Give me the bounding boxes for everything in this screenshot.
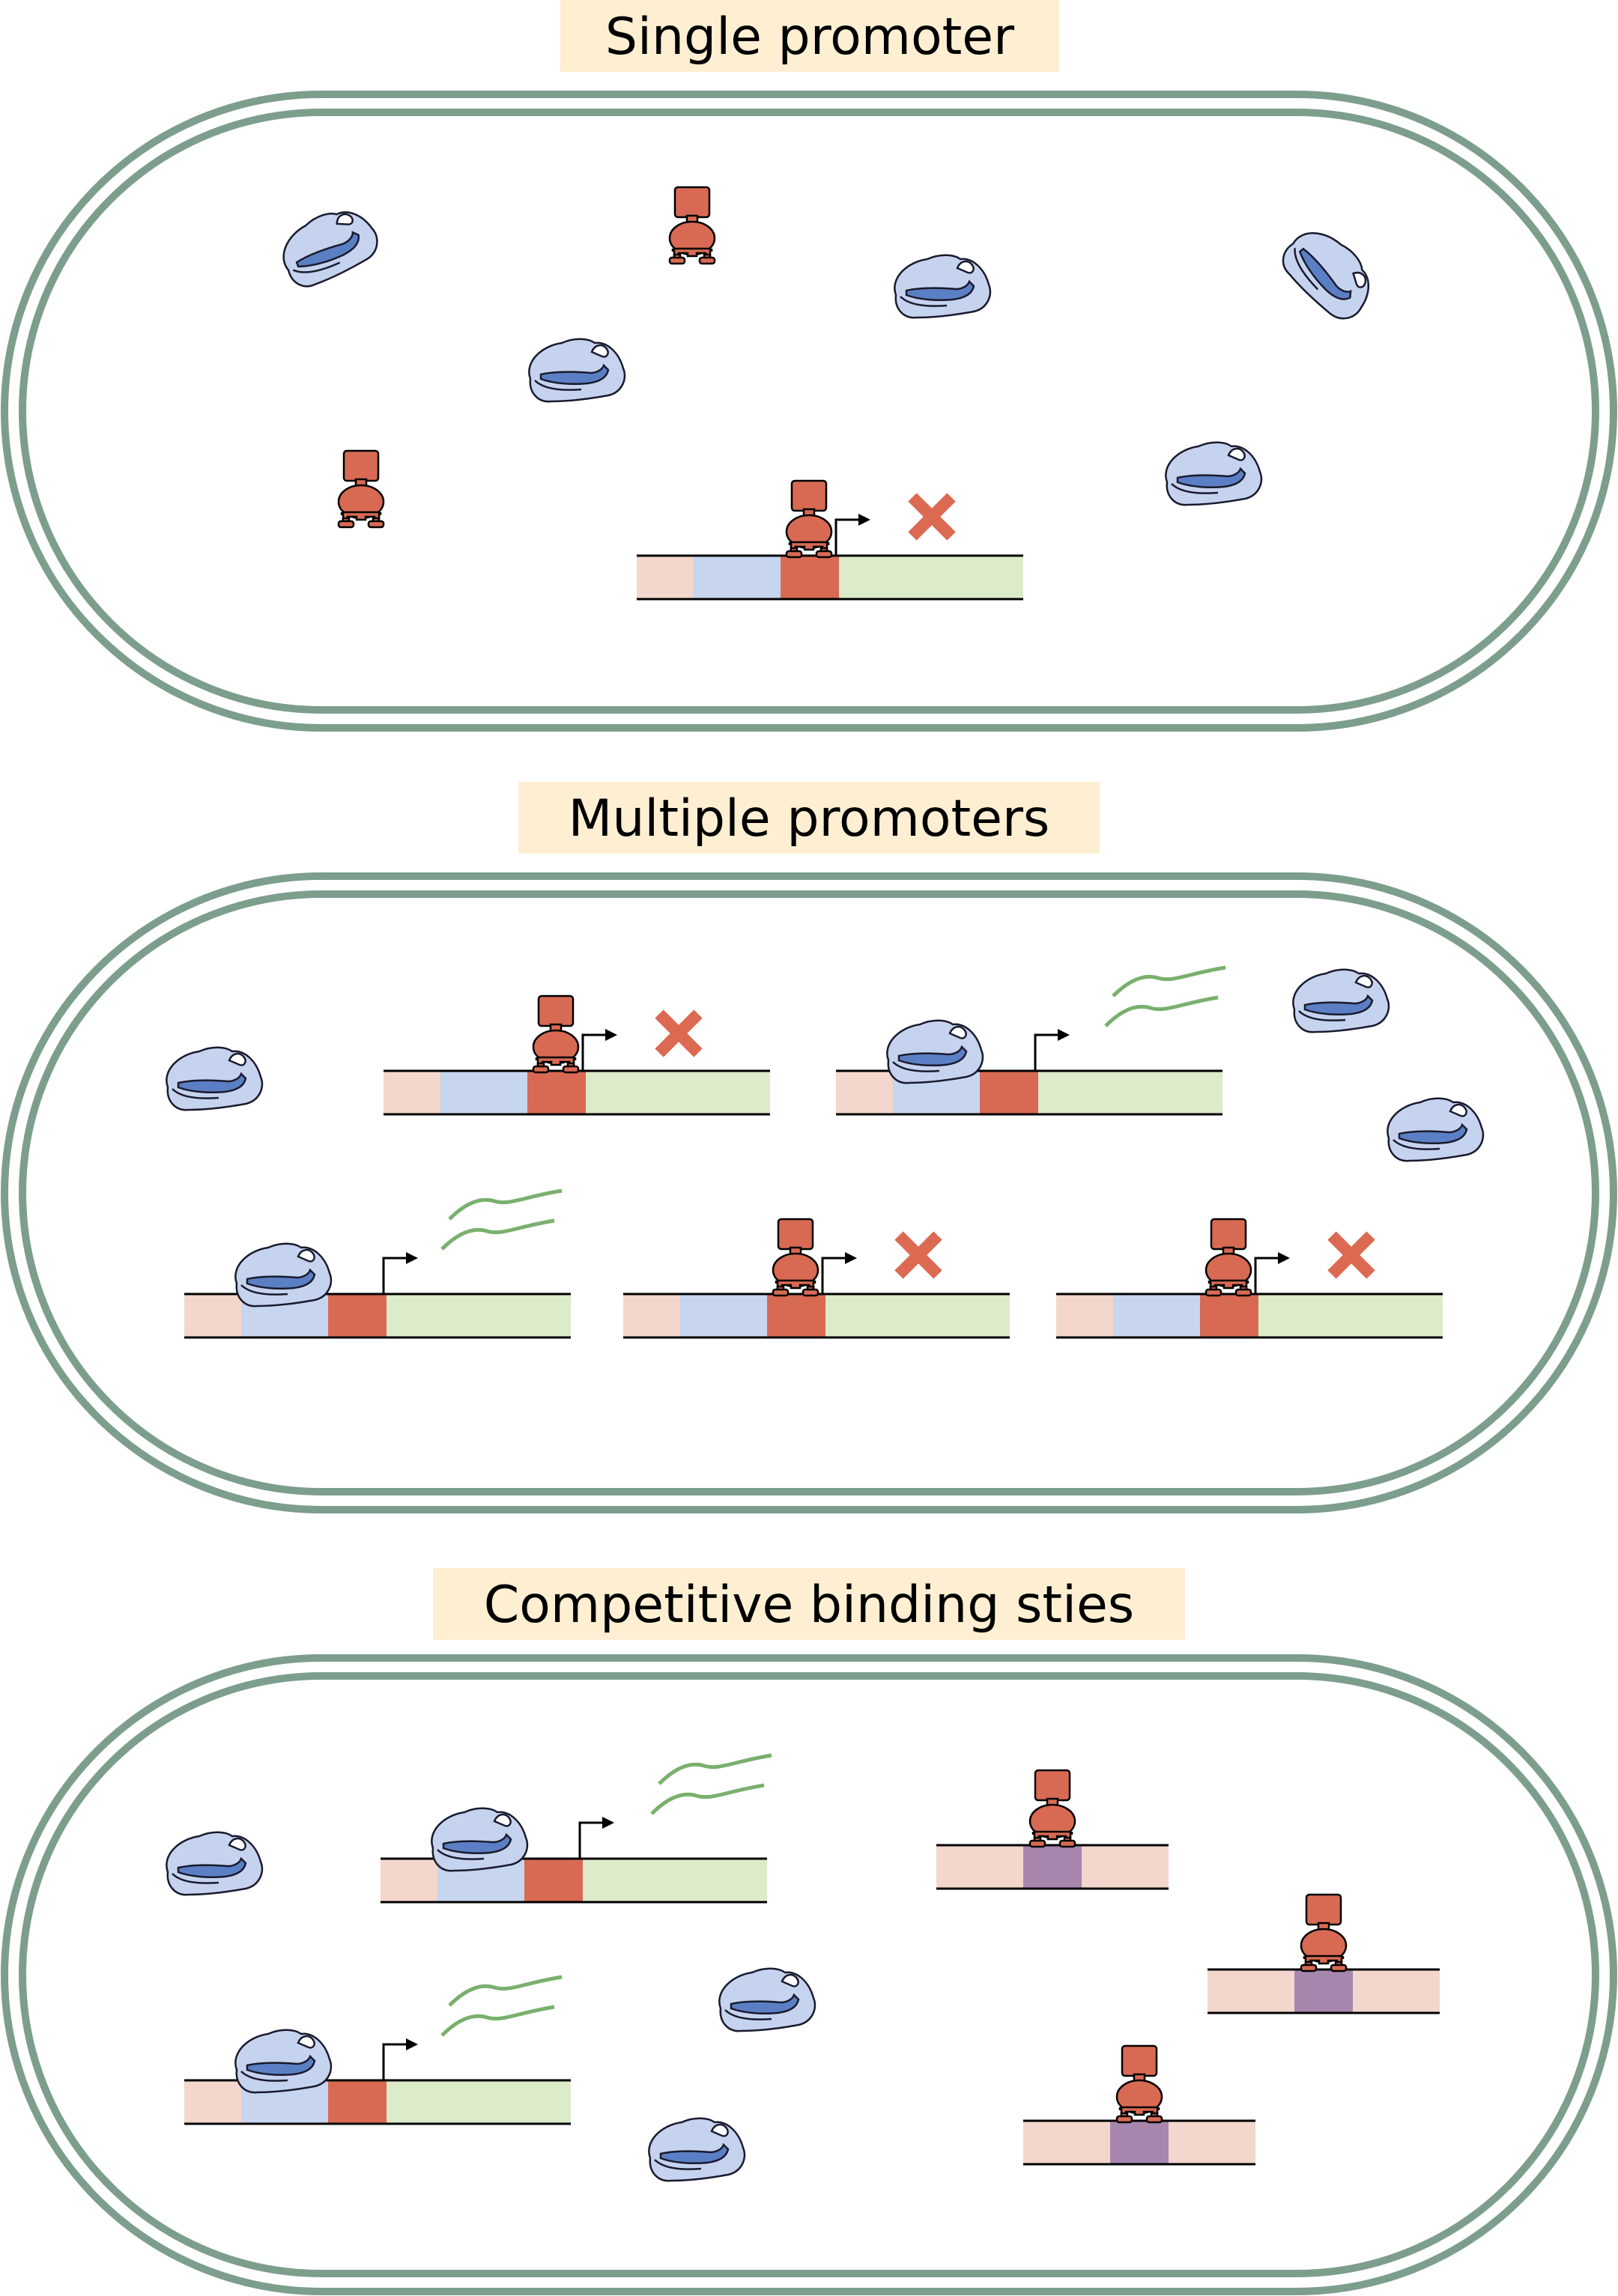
repressor-protein	[1115, 2044, 1163, 2124]
x-icon	[894, 1231, 942, 1279]
repressor-protein	[772, 1218, 819, 1297]
repressor-protein	[785, 479, 833, 559]
rna-polymerase	[234, 1242, 333, 1308]
cell-membrane	[1, 872, 1617, 1513]
mrna-transcript	[442, 1977, 562, 2035]
gene-construct	[384, 994, 770, 1116]
panel-title: Single promoter	[605, 7, 1014, 67]
repressor-protein	[532, 994, 580, 1074]
rna-polymerase	[886, 1019, 984, 1084]
repressor-protein	[668, 186, 716, 265]
promoter-arrow	[834, 518, 861, 556]
repressor-protein	[1300, 1893, 1348, 1972]
rna-polymerase	[1273, 216, 1386, 332]
title-box-competitive: Competitive binding sties	[433, 1568, 1185, 1640]
decoy-binding-site	[1208, 1893, 1440, 2014]
gene-construct	[184, 1977, 571, 2125]
gene-construct	[381, 1755, 772, 1904]
mrna-transcript	[652, 1755, 772, 1814]
title-box-single: Single promoter	[560, 0, 1059, 72]
x-icon	[655, 1009, 703, 1057]
panel-single-promoter: Single promoter	[1, 0, 1617, 732]
panel-title: Competitive binding sties	[484, 1576, 1134, 1635]
panel-title: Multiple promoters	[569, 789, 1050, 848]
rna-polymerase	[234, 2029, 333, 2094]
cell-membrane	[1, 91, 1617, 732]
repressor-protein	[337, 449, 385, 529]
panel-multiple-promoters: Multiple promoters	[1, 782, 1617, 1513]
gene-construct	[623, 1218, 1010, 1339]
rna-polymerase	[1165, 441, 1263, 506]
title-box-multiple: Multiple promoters	[518, 782, 1100, 854]
panel-competitive-binding-sites: Competitive binding sties	[1, 1568, 1617, 2295]
rna-polymerase	[1387, 1097, 1485, 1162]
rna-polymerase	[528, 338, 626, 403]
cell-membrane	[1, 1654, 1617, 2295]
mrna-transcript	[1106, 968, 1225, 1026]
repressor-protein	[1205, 1218, 1252, 1297]
rna-polymerase	[272, 199, 386, 293]
gene-construct	[836, 968, 1225, 1116]
rna-polymerase	[166, 1046, 264, 1111]
x-icon	[1327, 1231, 1375, 1279]
rna-polymerase	[431, 1807, 529, 1872]
gene-construct	[637, 479, 1023, 601]
rna-polymerase	[648, 2117, 746, 2182]
decoy-binding-site	[1023, 2044, 1255, 2166]
gene-construct	[1056, 1218, 1443, 1339]
rna-polymerase	[718, 1967, 816, 2032]
repressor-protein	[1028, 1769, 1076, 1848]
mrna-transcript	[442, 1191, 562, 1249]
x-icon	[908, 493, 956, 541]
rna-polymerase	[166, 1831, 264, 1896]
rna-polymerase	[1292, 968, 1390, 1033]
rna-polymerase	[894, 254, 992, 319]
gene-construct	[184, 1191, 571, 1339]
decoy-binding-site	[936, 1769, 1169, 1890]
